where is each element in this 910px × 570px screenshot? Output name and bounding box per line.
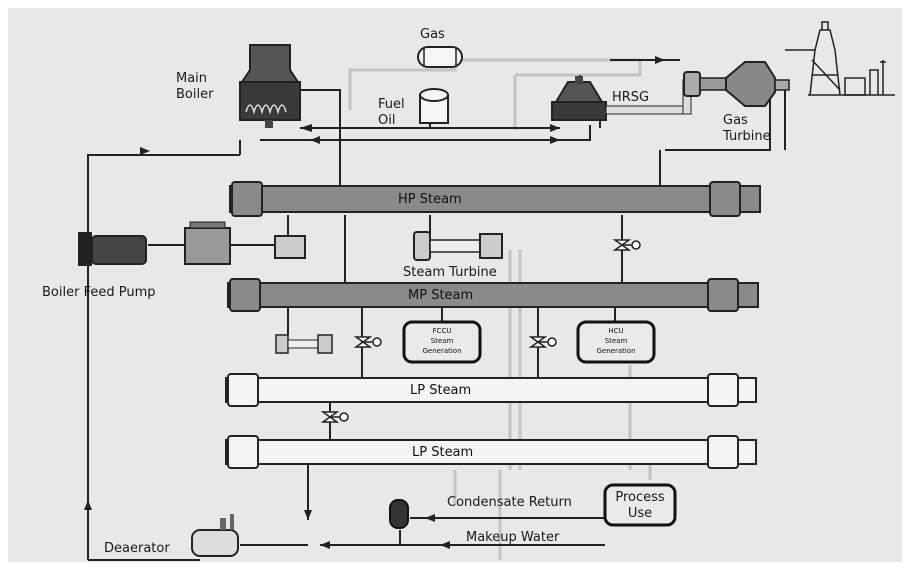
mp-steam-header: MP Steam	[227, 278, 759, 312]
deaerator-label: Deaerator	[104, 541, 170, 556]
arrow-left	[425, 514, 435, 522]
small-turbine	[275, 334, 333, 354]
process-use-label-1: Process	[615, 490, 665, 505]
arrow-right	[550, 124, 560, 132]
hcu-line-1: HCU	[608, 327, 623, 335]
valve-mp-1	[353, 336, 382, 348]
boiler-feed-pump	[78, 221, 306, 266]
hcu-unit: HCU Steam Generation	[576, 320, 656, 364]
lp-steam-label-2: LP Steam	[412, 445, 473, 460]
condensate-tank	[389, 499, 409, 529]
arrow-right	[140, 147, 150, 155]
hp-steam-header: HP Steam	[229, 181, 761, 217]
hcu-line-2: Steam	[605, 337, 628, 345]
arrow-left	[300, 124, 312, 132]
main-boiler-label-2: Boiler	[176, 87, 214, 102]
main-boiler	[239, 44, 301, 128]
fccu-line-2: Steam	[431, 337, 454, 345]
main-boiler-label-1: Main	[176, 71, 207, 86]
valves	[320, 239, 641, 423]
arrow-left	[310, 136, 320, 144]
lp-steam-header-1: LP Steam	[225, 373, 757, 407]
deaerator	[87, 514, 239, 561]
fuel-oil-label-2: Oil	[378, 113, 395, 128]
valve-mp-2	[528, 336, 557, 348]
steam-turbine-label: Steam Turbine	[403, 265, 497, 280]
lp-steam-header-2: LP Steam	[225, 435, 757, 469]
gas-turbine	[683, 61, 790, 107]
gas-turbine-label-2: Turbine	[722, 129, 771, 144]
gas-turbine-label-1: Gas	[723, 113, 748, 128]
valve-hp	[612, 239, 641, 251]
fccu-line-3: Generation	[422, 347, 461, 355]
arrow-left	[440, 541, 450, 549]
valve-lp	[320, 411, 349, 423]
hrsg-label: HRSG	[612, 90, 649, 105]
condensate-return-label: Condensate Return	[447, 495, 572, 510]
flow-arrows	[84, 56, 665, 549]
hcu-line-3: Generation	[596, 347, 635, 355]
dark-pipes	[87, 59, 786, 546]
fccu-line-1: FCCU	[433, 327, 452, 335]
fuel-oil-label-1: Fuel	[378, 97, 405, 112]
gas-tank	[417, 46, 463, 68]
lp-steam-label-1: LP Steam	[410, 383, 471, 398]
power-substation	[785, 21, 895, 96]
process-use-unit: Process Use	[603, 483, 677, 527]
steam-turbine	[413, 231, 503, 261]
arrow-down	[304, 510, 312, 520]
mp-steam-label: MP Steam	[408, 288, 473, 303]
arrow-right	[550, 136, 560, 144]
arrow-left	[320, 541, 330, 549]
arrow-up	[84, 500, 92, 510]
process-use-label-2: Use	[628, 506, 652, 521]
fuel-oil-tank	[419, 88, 449, 124]
boiler-feed-pump-label: Boiler Feed Pump	[42, 285, 155, 300]
fccu-unit: FCCU Steam Generation	[402, 320, 482, 364]
gas-label: Gas	[420, 27, 445, 42]
makeup-water-label: Makeup Water	[466, 530, 560, 545]
arrow-right	[655, 56, 665, 64]
hp-steam-label: HP Steam	[398, 192, 462, 207]
